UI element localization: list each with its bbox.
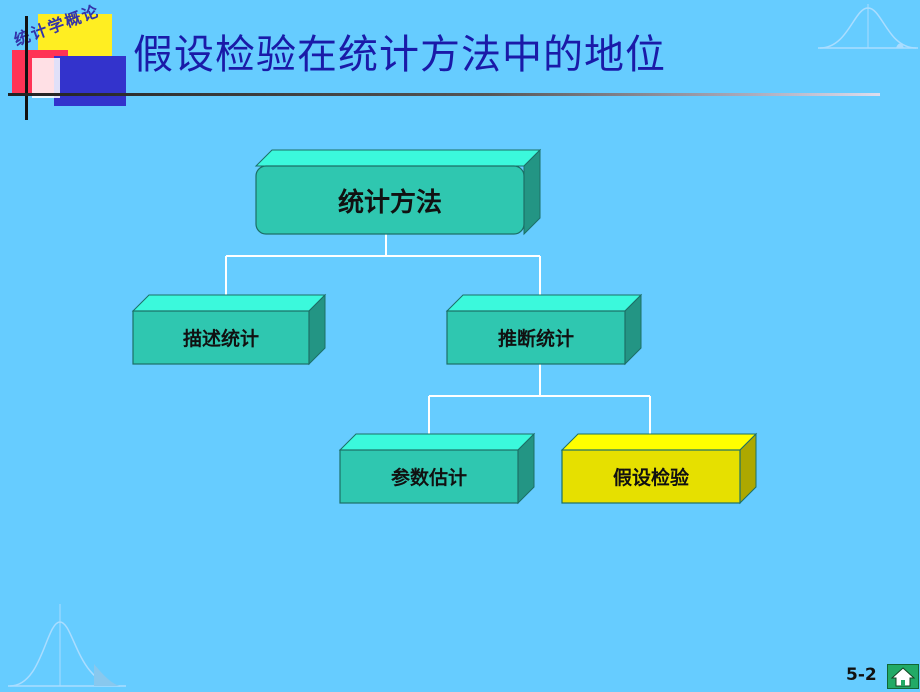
node-hypothesis-testing-face bbox=[561, 449, 741, 504]
bell-curve-icon bbox=[8, 604, 126, 687]
page-title: 假设检验在统计方法中的地位 bbox=[133, 32, 666, 78]
node-descriptive-face bbox=[132, 310, 310, 365]
home-button[interactable] bbox=[887, 664, 919, 689]
node-inferential-face bbox=[446, 310, 626, 365]
title-underline bbox=[8, 93, 880, 96]
node-descriptive-top bbox=[131, 294, 327, 312]
node-parameter-estimation-face bbox=[339, 449, 519, 504]
home-icon bbox=[890, 667, 916, 687]
page-number: 5-2 bbox=[846, 665, 877, 685]
node-hypothesis-testing-top bbox=[560, 433, 758, 451]
title-vertical-rule bbox=[25, 16, 28, 120]
logo-square-white bbox=[32, 58, 60, 98]
bell-curve-icon bbox=[818, 4, 918, 49]
node-inferential-top bbox=[445, 294, 643, 312]
node-statistical-methods-face bbox=[255, 165, 525, 235]
logo-square-blue bbox=[54, 56, 126, 106]
node-statistical-methods-top bbox=[254, 149, 542, 167]
node-parameter-estimation-top bbox=[338, 433, 536, 451]
